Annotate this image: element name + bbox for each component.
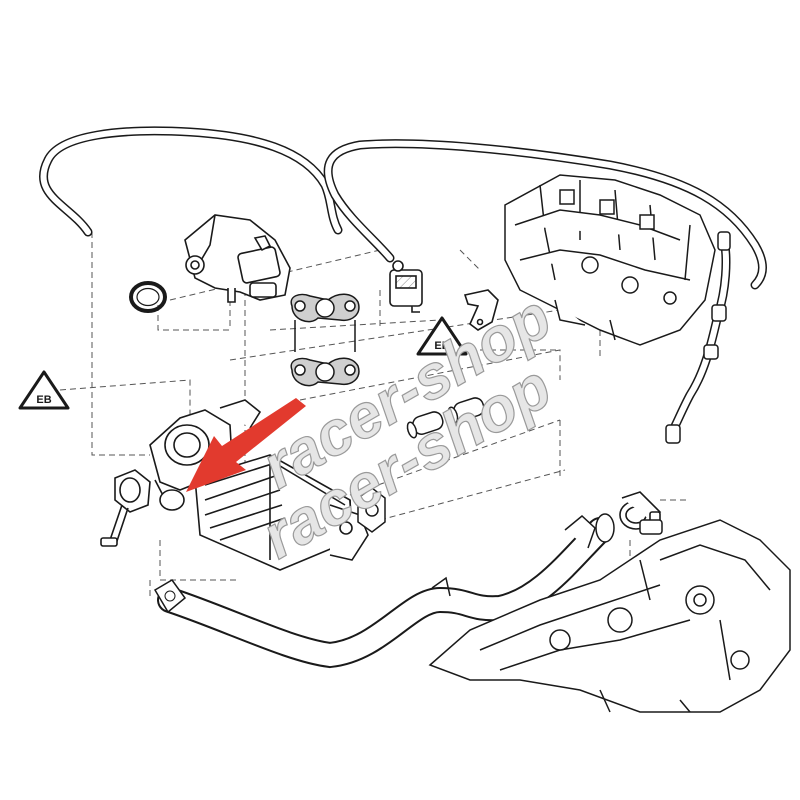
egr-gasket-pair	[290, 293, 360, 387]
watermark: racer-shop racer-shop	[250, 282, 563, 573]
vacuum-hose-left	[38, 126, 343, 237]
coolant-hose-pair	[406, 397, 485, 439]
mounting-bracket	[463, 289, 499, 331]
egr-cooler	[149, 399, 369, 571]
warning-symbol-center-label: EB	[434, 340, 449, 352]
vacuum-solenoid-valve	[389, 260, 423, 313]
o-ring-seal	[129, 281, 167, 313]
red-pointer-arrow	[186, 398, 306, 492]
warning-symbol-left-label: EB	[36, 394, 51, 406]
bypass-vacuum-actuator	[100, 469, 151, 547]
egr-flange	[357, 487, 386, 533]
egr-valve-actuator	[184, 214, 291, 303]
warning-symbol-center: EB	[416, 316, 468, 356]
egr-pipe	[153, 513, 615, 669]
fuel-line	[665, 231, 731, 444]
gearbox-housing	[428, 519, 791, 713]
warning-symbol-left: EB	[18, 370, 70, 410]
engine-block	[504, 174, 716, 346]
